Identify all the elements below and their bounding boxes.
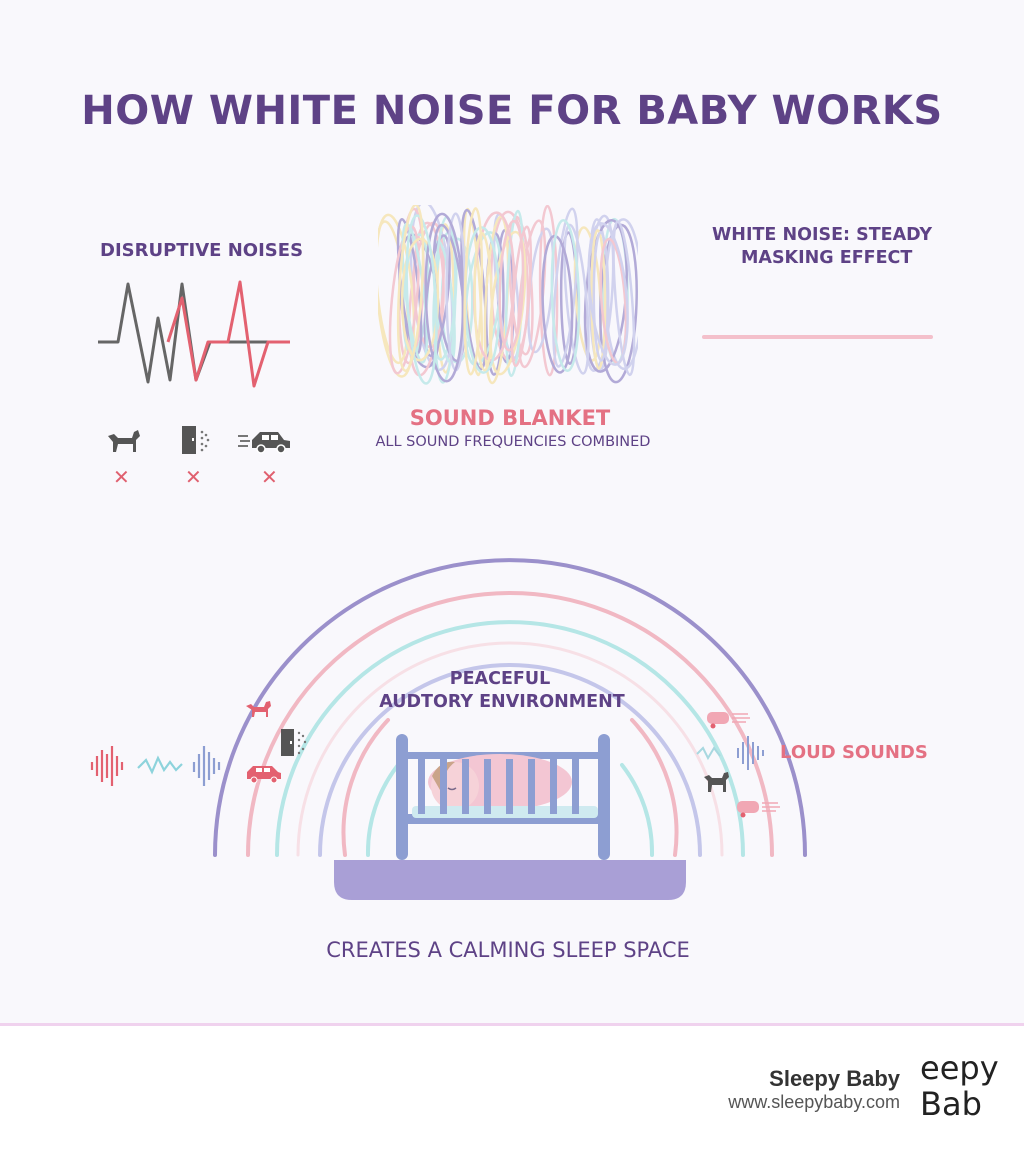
caption: CREATES A CALMING SLEEP SPACE xyxy=(326,938,690,962)
left-sound-waves xyxy=(90,746,221,786)
blanket-loop xyxy=(592,231,610,362)
blanket-loop xyxy=(538,205,559,377)
crib-base xyxy=(334,860,686,900)
lavender-arc xyxy=(318,663,702,857)
inner-arc-pink-right xyxy=(630,718,679,857)
door-icon xyxy=(180,424,224,461)
blanket-loop xyxy=(396,205,425,372)
blanket-loop xyxy=(463,207,484,376)
blanket-loop xyxy=(550,218,581,373)
inner-arc-teal-left xyxy=(365,763,400,857)
blanket-loop xyxy=(552,207,579,368)
white-noise-label: WHITE NOISE: STEADY xyxy=(712,225,933,245)
car-icon xyxy=(236,428,296,459)
blanket-loop xyxy=(510,225,533,368)
footer xyxy=(0,1026,1024,1154)
blocked-mark: ✕ xyxy=(261,465,278,489)
camper-icon xyxy=(737,801,780,818)
peaceful-label: PEACEFUL xyxy=(449,669,551,689)
blanket-loop xyxy=(587,222,629,366)
dog-icon xyxy=(704,772,729,792)
crib-icon xyxy=(396,734,610,860)
red-spike-wave xyxy=(166,280,290,388)
outer-arc xyxy=(213,558,807,857)
logo-line: Bab xyxy=(920,1085,982,1123)
inner-arc-pink-left xyxy=(341,718,390,857)
blanket-loop xyxy=(400,237,440,362)
page-title: HOW WHITE NOISE FOR BABY WORKS xyxy=(81,88,943,134)
blanket-loop xyxy=(405,214,438,385)
blanket-loop xyxy=(498,219,525,352)
blocked-mark: ✕ xyxy=(113,465,130,489)
disruptive-noises-label: DISRUPTIVE NOISES xyxy=(100,240,304,261)
blanket-loop xyxy=(378,213,416,378)
blanket-loop xyxy=(563,223,590,375)
loud-sounds-label: LOUD SOUNDS xyxy=(780,742,928,763)
inner-arc-teal-right xyxy=(620,763,655,857)
teal-arc xyxy=(275,620,745,857)
right-sound-waves xyxy=(696,736,764,770)
disruptive-waveform xyxy=(98,280,290,388)
auditory-environment-label: AUDTORY ENVIRONMENT xyxy=(379,692,625,712)
dog-icon xyxy=(246,701,271,717)
steady-noise-line xyxy=(702,335,933,339)
brand-name: Sleepy Baby xyxy=(769,1066,900,1091)
camper-icon xyxy=(707,712,750,729)
sound-blanket-label: SOUND BLANKET xyxy=(409,406,611,430)
door-icon xyxy=(281,729,307,756)
dog-icon xyxy=(104,424,142,461)
brand-url[interactable]: www.sleepybaby.com xyxy=(728,1092,900,1112)
white-noise-label-line2: MASKING EFFECT xyxy=(741,248,913,268)
blocked-mark: ✕ xyxy=(185,465,202,489)
faint-pink-arc xyxy=(296,641,724,857)
brand-logo: eepy Bab xyxy=(920,1050,1024,1126)
blanket-loop xyxy=(424,212,465,383)
footer-divider xyxy=(0,1023,1024,1026)
logo-line: eepy xyxy=(920,1050,999,1087)
blanket-loop xyxy=(612,220,636,377)
pink-arc xyxy=(246,591,774,857)
sound-blanket-sublabel: ALL SOUND FREQUENCIES COMBINED xyxy=(375,434,651,450)
sound-arcs-diagram xyxy=(90,558,807,900)
sound-blanket-graphic xyxy=(378,205,638,385)
car-icon xyxy=(247,766,281,784)
